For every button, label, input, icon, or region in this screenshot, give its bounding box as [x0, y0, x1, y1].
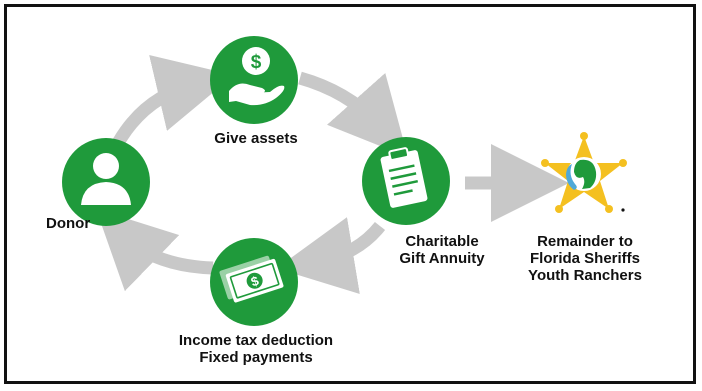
- remainder-label: Remainder to Florida Sheriffs Youth Ranc…: [516, 233, 654, 284]
- give-assets-label: Give assets: [214, 130, 298, 147]
- annuity-node: [362, 137, 450, 225]
- annuity-label: Charitable Gift Annuity: [386, 233, 498, 267]
- annuity-label-line-2: Gift Annuity: [399, 250, 485, 267]
- donor-node: [62, 138, 150, 226]
- clipboard-icon: [380, 147, 428, 208]
- arrow-payments-to-donor: [95, 208, 214, 292]
- donor-label: Donor: [46, 215, 91, 232]
- hand-dollar-icon: $: [229, 47, 285, 106]
- remainder-label-line-3: Youth Ranchers: [528, 267, 642, 284]
- person-icon: [81, 153, 131, 205]
- payments-label: Income tax deduction Fixed payments: [146, 332, 366, 366]
- remainder-label-line-1: Remainder to: [537, 233, 633, 250]
- arrow-give-to-annuity: [298, 71, 408, 158]
- arrow-annuity-to-payments: [276, 217, 386, 295]
- remainder-label-line-2: Florida Sheriffs: [529, 250, 641, 267]
- give-assets-node: $: [210, 36, 298, 124]
- payments-node: $: [210, 238, 298, 326]
- annuity-label-line-1: Charitable: [405, 233, 479, 250]
- sheriff-star-icon: [541, 132, 627, 213]
- payments-label-line-1: Income tax deduction: [178, 332, 334, 349]
- payments-label-line-2: Fixed payments: [199, 349, 313, 366]
- money-bills-icon: $: [219, 255, 284, 303]
- svg-text:$: $: [251, 52, 262, 73]
- arrow-donor-to-give: [112, 54, 234, 147]
